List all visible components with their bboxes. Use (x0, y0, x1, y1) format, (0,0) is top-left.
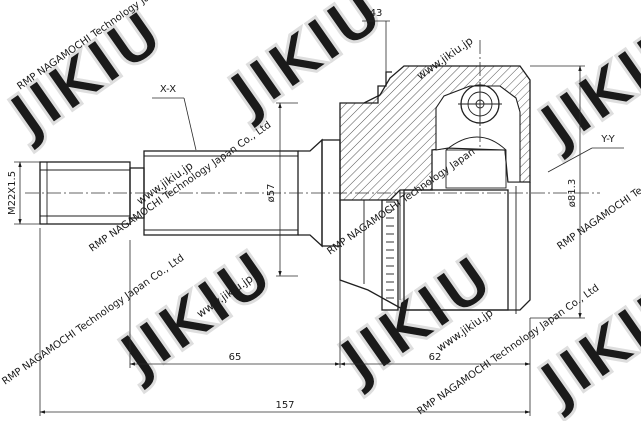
splines-dimension: 43 (370, 8, 383, 19)
spline-flange (364, 71, 392, 104)
shaft-diameter-dimension: ø57 (266, 184, 277, 203)
shaft-length-dimension: 65 (229, 352, 242, 363)
housing-body-lower (339, 182, 531, 311)
watermark-company: RMP NAGAMOCHI Technology Japan Co., Ltd (87, 120, 273, 255)
thread-dimension: M22X1.5 (7, 171, 18, 215)
abs-ring (381, 199, 399, 311)
watermark-brand: JIKIU (523, 264, 641, 421)
watermark-brand: JIKIU (103, 236, 285, 394)
inner-race (445, 136, 507, 151)
inner-ring (445, 149, 507, 189)
dimensions: M22X1.5 ø57 ø81.3 43 65 62 157 X-X (7, 8, 624, 416)
joint-length-dimension: 62 (429, 352, 442, 363)
shaft-axis-label: X-X (160, 84, 176, 95)
joint-axis-label: Y-Y (600, 134, 615, 145)
outer-diameter-dimension: ø81.3 (567, 179, 578, 207)
housing-cavity (435, 85, 521, 183)
total-length-dimension: 157 (275, 400, 294, 411)
watermark-brand: JIKIU (523, 6, 641, 164)
